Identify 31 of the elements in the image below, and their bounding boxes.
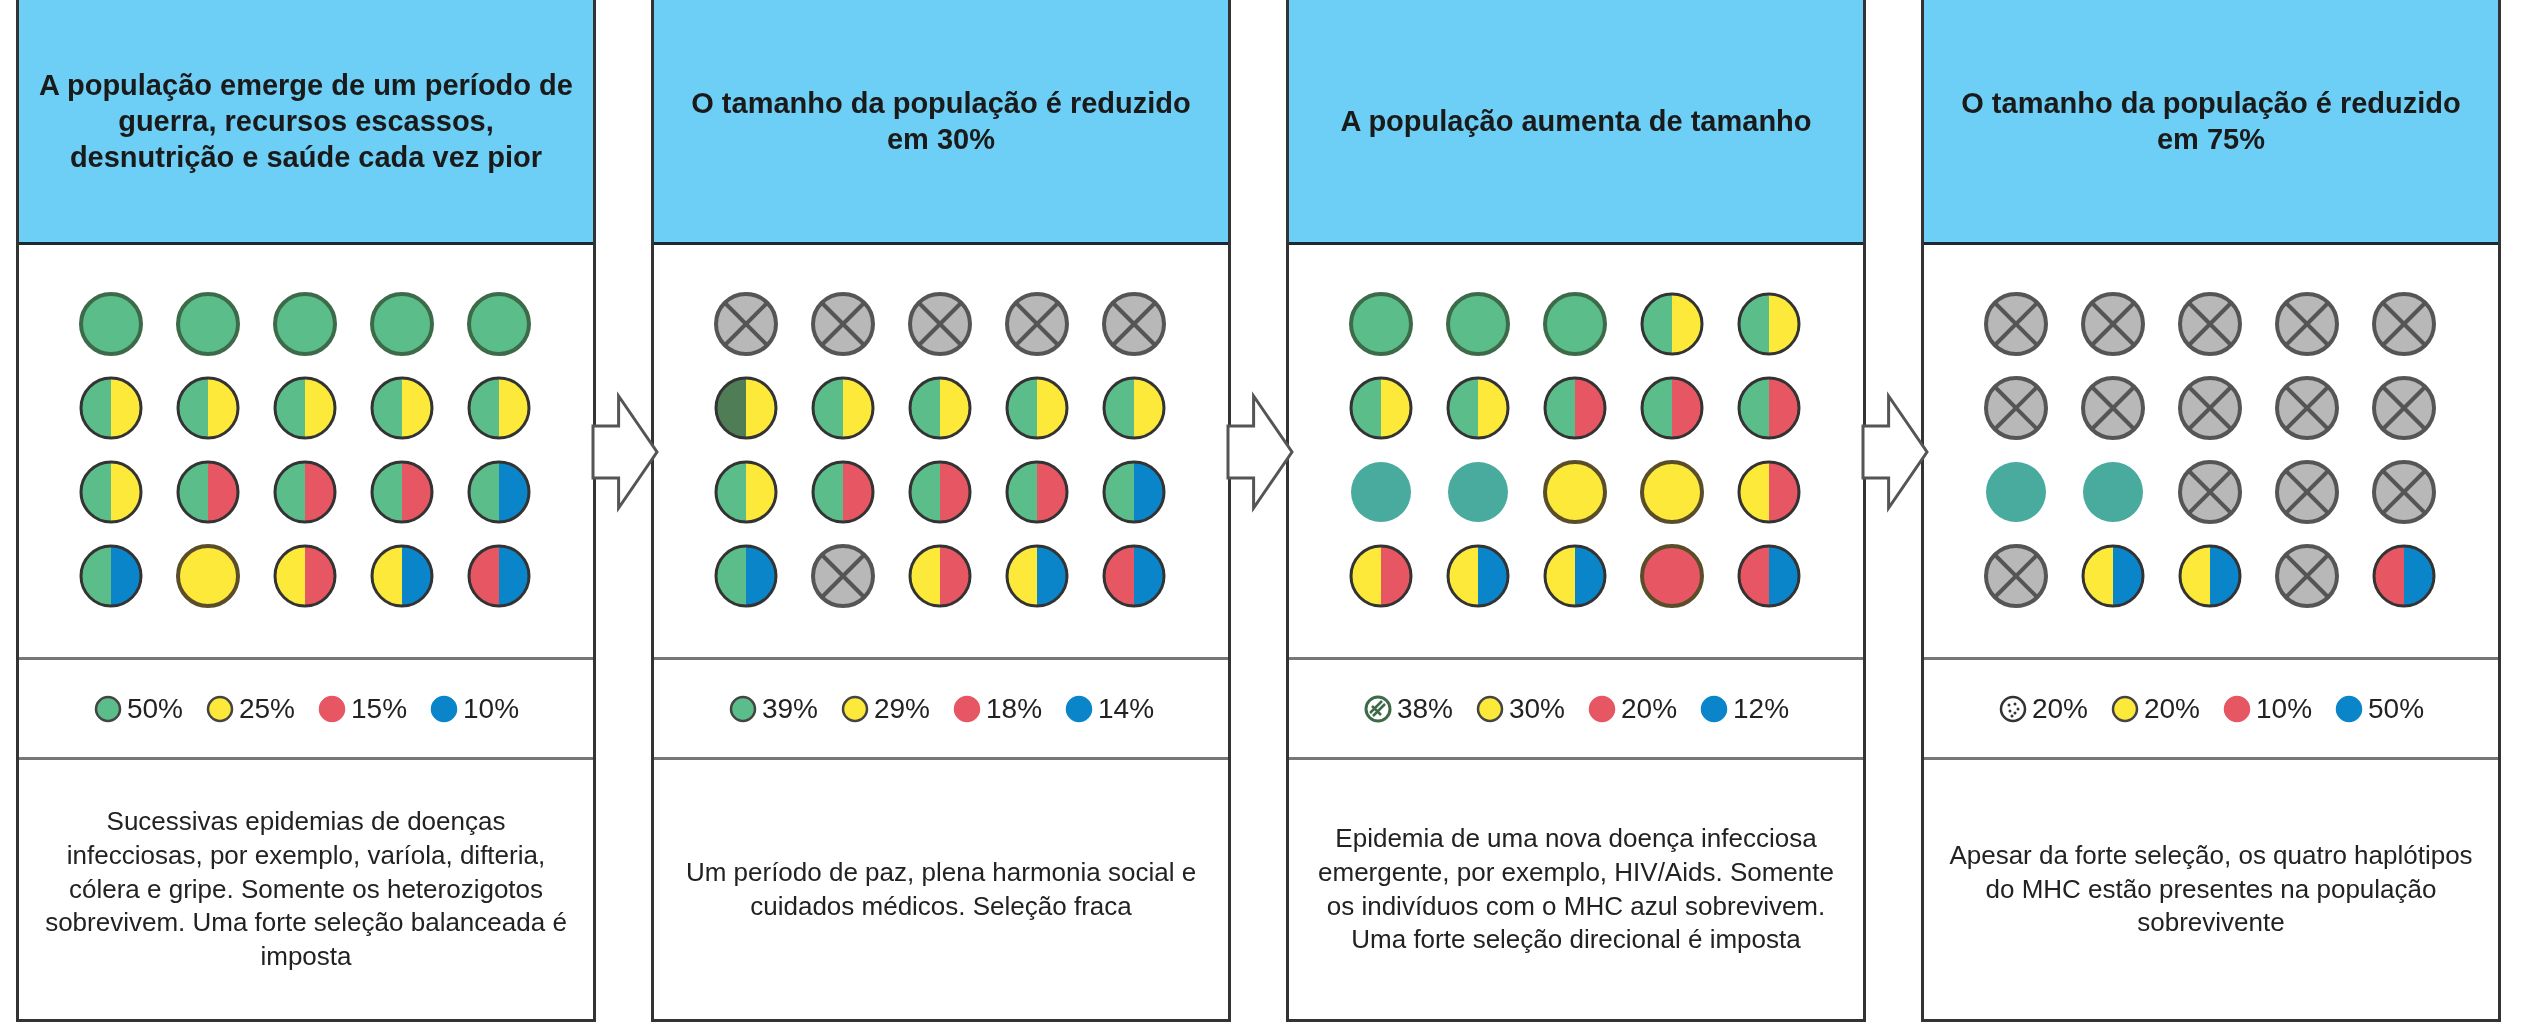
header-band: A população emerge de um período de guerra, recursos escassos, desnutrição e saúde cada vez pior bbox=[19, 0, 593, 245]
block-arrow bbox=[1226, 391, 1294, 513]
description-text: Epidemia de uma nova doença infecciosa emergente, por exemplo, HIV/Aids. Somente os indivíduos com o MHC azul sobrevivem. Uma forte seleção direcional é imposta bbox=[1317, 821, 1835, 957]
percent-label: 20% bbox=[1621, 692, 1678, 725]
percent-label: 20% bbox=[2143, 692, 2200, 725]
percent-label: 50% bbox=[2368, 692, 2425, 725]
percent-label: 10% bbox=[2256, 692, 2313, 725]
percent-label: 39% bbox=[761, 692, 818, 725]
panel-card bbox=[1286, 0, 1866, 1022]
percent-label: 20% bbox=[2031, 692, 2088, 725]
header-band: O tamanho da população é reduzido em 75% bbox=[1924, 0, 2498, 245]
description-text: Apesar da forte seleção, os quatro haplótipos do MHC estão presentes na população sobrevivente bbox=[1948, 838, 2474, 940]
percent-label: 10% bbox=[463, 692, 520, 725]
panel-card bbox=[16, 0, 596, 1022]
description-text: Sucessivas epidemias de doenças infecciosas, por exemplo, varíola, difteria, cólera e gripe. Somente os heterozigotos sobrevivem. Uma forte seleção balanceada é imposta bbox=[44, 805, 568, 974]
percent-label: 50% bbox=[126, 692, 183, 725]
header-band: A população aumenta de tamanho bbox=[1289, 0, 1863, 245]
header-band: O tamanho da população é reduzido em 30% bbox=[654, 0, 1228, 245]
percent-label: 18% bbox=[986, 692, 1043, 725]
block-arrow bbox=[591, 391, 659, 513]
percent-label: 12% bbox=[1733, 692, 1790, 725]
description-text: Um período de paz, plena harmonia social e cuidados médicos. Seleção fraca bbox=[684, 855, 1198, 923]
panel-card bbox=[651, 0, 1231, 1022]
percent-label: 25% bbox=[238, 692, 295, 725]
percent-label: 30% bbox=[1508, 692, 1565, 725]
block-arrow bbox=[1861, 391, 1929, 513]
percent-label: 38% bbox=[1396, 692, 1453, 725]
percent-label: 15% bbox=[351, 692, 408, 725]
percent-label: 29% bbox=[873, 692, 930, 725]
percent-label: 14% bbox=[1098, 692, 1155, 725]
panel-card bbox=[1921, 0, 2501, 1022]
